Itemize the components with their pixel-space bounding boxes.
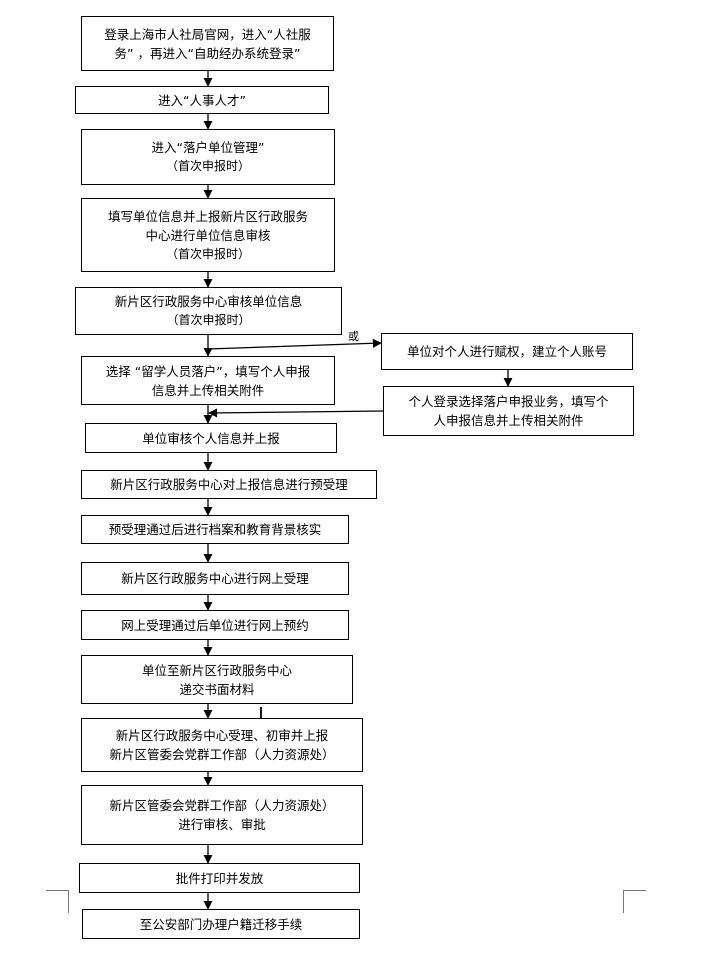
step-text: （首次申报时） bbox=[165, 246, 250, 261]
step-unit-management: 进入“落户单位管理” （首次申报时） bbox=[81, 129, 335, 185]
step-unit-review-personal: 单位审核个人信息并上报 bbox=[85, 423, 337, 453]
step-fill-unit-info: 填写单位信息并上报新片区行政服务 中心进行单位信息审核 （首次申报时） bbox=[81, 198, 335, 272]
step-text: 登录上海市人社局官网，进入“人社服 bbox=[104, 26, 311, 42]
step-text: 预受理通过后进行档案和教育背景核实 bbox=[108, 522, 322, 537]
step-unit-authorize: 单位对个人进行赋权，建立个人账号 bbox=[381, 333, 633, 370]
step-text: 进行审核、审批 bbox=[178, 817, 266, 832]
step-text: 填写单位信息并上报新片区行政服务 bbox=[107, 208, 308, 224]
step-online-acceptance: 新片区行政服务中心进行网上受理 bbox=[81, 562, 349, 595]
step-text: 新片区行政服务中心对上报信息进行预受理 bbox=[110, 477, 348, 492]
step-text: 新片区行政服务中心审核单位信息 bbox=[114, 294, 303, 309]
step-text: 网上受理通过后单位进行网上预约 bbox=[121, 617, 309, 633]
step-login: 登录上海市人社局官网，进入“人社服 务” ，再进入“自助经办系统登录” bbox=[81, 16, 334, 71]
step-pre-acceptance: 新片区行政服务中心对上报信息进行预受理 bbox=[81, 470, 377, 499]
step-online-appointment: 网上受理通过后单位进行网上预约 bbox=[81, 610, 349, 640]
step-text: 中心进行单位信息审核 bbox=[145, 227, 271, 243]
step-text: 务” ，再进入“自助经办系统登录” bbox=[114, 45, 301, 61]
step-household-transfer: 至公安部门办理户籍迁移手续 bbox=[82, 909, 360, 939]
step-text: 人申报信息并上传相关附件 bbox=[433, 413, 584, 428]
step-initial-review: 新片区行政服务中心受理、初审并上报 新片区管委会党群工作部（人力资源处） bbox=[81, 718, 363, 772]
step-submit-materials: 单位至新片区行政服务中心 递交书面材料 bbox=[81, 655, 353, 704]
arrow-branch-back bbox=[208, 408, 384, 418]
step-choose-overseas-settle: 选择 “留学人员落户”，填写个人申报 信息并上传相关附件 bbox=[81, 356, 335, 405]
step-text: 信息并上传相关附件 bbox=[151, 382, 265, 398]
step-text: 新片区行政服务中心受理、初审并上报 bbox=[115, 728, 329, 743]
step-text: 递交书面材料 bbox=[179, 681, 255, 697]
arrow-5-branch bbox=[207, 338, 382, 350]
step-text: 单位对个人进行赋权，建立个人账号 bbox=[406, 344, 607, 359]
step-text: 进入“人事人才” bbox=[158, 92, 246, 108]
step-text: （首次申报时） bbox=[166, 313, 251, 327]
step-text: （首次申报时） bbox=[165, 159, 250, 173]
step-center-review-unit: 新片区行政服务中心审核单位信息 （首次申报时） bbox=[75, 287, 342, 335]
step-text: 新片区管委会党群工作部（人力资源处） bbox=[109, 798, 335, 813]
step-text: 至公安部门办理户籍迁移手续 bbox=[139, 916, 303, 932]
step-archive-check: 预受理通过后进行档案和教育背景核实 bbox=[81, 515, 349, 544]
step-text: 批件打印并发放 bbox=[175, 870, 264, 886]
step-hr-talent: 进入“人事人才” bbox=[75, 86, 329, 114]
step-approval: 新片区管委会党群工作部（人力资源处） 进行审核、审批 bbox=[81, 785, 363, 845]
page-corner-bottom-left bbox=[46, 890, 69, 913]
step-text: 单位审核个人信息并上报 bbox=[142, 430, 280, 446]
step-text: 进入“落户单位管理” bbox=[151, 140, 265, 155]
step-text: 选择 “留学人员落户”，填写个人申报 bbox=[105, 363, 311, 379]
or-label: 或 bbox=[348, 330, 359, 343]
page-corner-bottom-right bbox=[623, 890, 646, 913]
step-text: 单位至新片区行政服务中心 bbox=[141, 662, 292, 678]
step-print-issue: 批件打印并发放 bbox=[79, 863, 360, 893]
step-text: 新片区行政服务中心进行网上受理 bbox=[121, 571, 309, 586]
step-text: 个人登录选择落户申报业务，填写个 bbox=[408, 394, 609, 409]
step-text: 新片区管委会党群工作部（人力资源处） bbox=[109, 747, 335, 762]
step-personal-login: 个人登录选择落户申报业务，填写个 人申报信息并上传相关附件 bbox=[383, 386, 634, 436]
